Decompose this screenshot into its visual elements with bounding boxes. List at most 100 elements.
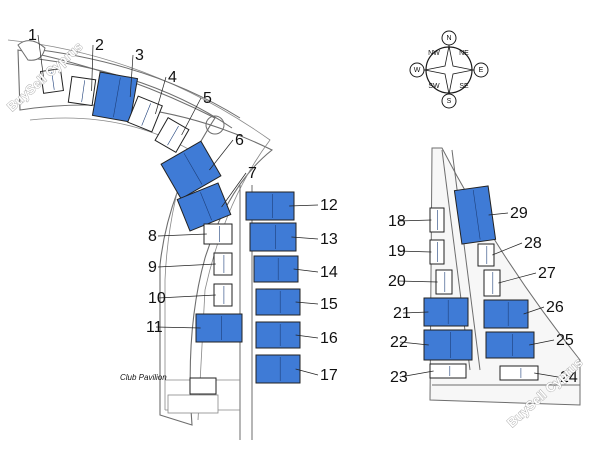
plot-20-label: 20 xyxy=(388,273,406,290)
plot-11[interactable]: 11 xyxy=(146,313,243,343)
plot-13-building[interactable] xyxy=(249,222,297,252)
plot-27[interactable]: 27 xyxy=(483,265,556,297)
plot-10-label: 10 xyxy=(148,290,166,307)
plot-11-building[interactable] xyxy=(195,313,243,343)
plot-17-building[interactable] xyxy=(255,354,301,384)
plot-12-building[interactable] xyxy=(245,191,295,221)
plot-25[interactable]: 25 xyxy=(485,331,574,359)
plot-26-label: 26 xyxy=(546,299,564,316)
plot-2-building[interactable] xyxy=(67,75,97,107)
plot-22-building[interactable] xyxy=(423,329,473,361)
plot-28[interactable]: 28 xyxy=(477,235,542,267)
plot-22-label: 22 xyxy=(390,334,408,351)
plot-19-building[interactable] xyxy=(429,239,445,265)
plot-27-building[interactable] xyxy=(483,269,501,297)
plot-17[interactable]: 17 xyxy=(255,354,338,384)
plot-16-leader xyxy=(295,334,319,339)
top-arc-road-inner xyxy=(29,57,233,129)
plot-6[interactable]: 6 xyxy=(160,132,244,200)
plot-12[interactable]: 12 xyxy=(245,191,338,221)
plot-2[interactable]: 2 xyxy=(67,37,104,107)
plot-26[interactable]: 26 xyxy=(483,299,564,329)
plot-24-building[interactable] xyxy=(499,365,539,381)
plot-15-building[interactable] xyxy=(255,288,301,316)
plot-4[interactable]: 4 xyxy=(127,69,177,133)
plot-18[interactable]: 18 xyxy=(388,207,445,233)
plot-15-leader xyxy=(295,301,319,305)
plot-23-building[interactable] xyxy=(429,363,467,379)
plot-9-building[interactable] xyxy=(213,252,233,276)
plot-3[interactable]: 3 xyxy=(91,47,144,123)
plot-21[interactable]: 21 xyxy=(393,297,469,327)
roundabout xyxy=(205,115,225,135)
plot-29[interactable]: 29 xyxy=(453,185,528,245)
plot-25-leader xyxy=(529,339,555,346)
plot-22[interactable]: 22 xyxy=(390,329,473,361)
plot-10-building[interactable] xyxy=(213,283,233,307)
plot-4-label: 4 xyxy=(168,69,177,86)
plot-16-building[interactable] xyxy=(255,321,301,349)
plot-3-label: 3 xyxy=(135,47,144,64)
plot-12-leader xyxy=(289,204,319,207)
club-pavilion-label: Club Pavilion xyxy=(120,373,167,382)
plot-13[interactable]: 13 xyxy=(249,222,338,252)
compass-s-label: S xyxy=(447,98,452,105)
plot-18-building[interactable] xyxy=(429,207,445,233)
plot-18-label: 18 xyxy=(388,213,406,230)
curved-road xyxy=(17,49,274,426)
plot-6-building[interactable] xyxy=(160,140,222,200)
plot-20-building[interactable] xyxy=(435,269,453,295)
plot-13-label: 13 xyxy=(320,231,338,248)
plot-11-leader xyxy=(155,326,201,329)
plot-17-label: 17 xyxy=(320,367,338,384)
plot-19-label: 19 xyxy=(388,243,406,260)
plot-4-roof-line xyxy=(141,103,151,126)
plot-28-leader xyxy=(492,242,523,256)
plot-15[interactable]: 15 xyxy=(255,288,338,316)
plot-1-leader xyxy=(37,34,45,82)
plot-9[interactable]: 9 xyxy=(148,252,233,276)
plot-19[interactable]: 19 xyxy=(388,239,445,265)
plot-7[interactable]: 7 xyxy=(176,165,257,232)
plot-1[interactable]: 1 xyxy=(28,27,64,94)
plot-21-building[interactable] xyxy=(423,297,469,327)
plot-8[interactable]: 8 xyxy=(148,223,233,245)
plot-27-label: 27 xyxy=(538,265,556,282)
plot-1-roof-line xyxy=(51,71,55,90)
plot-5-building[interactable] xyxy=(154,117,190,153)
plot-26-building[interactable] xyxy=(483,299,529,329)
plot-5[interactable]: 5 xyxy=(154,90,212,153)
plot-18-leader xyxy=(397,219,432,222)
plot-20[interactable]: 20 xyxy=(388,269,453,295)
compass-n-label: N xyxy=(446,35,451,42)
plot-25-building[interactable] xyxy=(485,331,535,359)
plot-29-building[interactable] xyxy=(453,185,497,245)
plot-24[interactable]: 24 xyxy=(499,365,578,386)
plot-10[interactable]: 10 xyxy=(148,283,233,307)
plot-25-label: 25 xyxy=(556,332,574,349)
plot-4-building[interactable] xyxy=(127,95,163,133)
plot-28-building[interactable] xyxy=(477,243,495,267)
plot-23[interactable]: 23 xyxy=(390,363,467,386)
plot-14-leader xyxy=(293,268,319,273)
plot-24-label: 24 xyxy=(560,369,578,386)
plot-5-leader xyxy=(181,97,202,136)
right-diagonal-road-2 xyxy=(451,149,481,371)
plot-23-label: 23 xyxy=(390,369,408,386)
plot-6-roof-line xyxy=(183,153,203,185)
plot-26-leader xyxy=(523,306,545,315)
compass-rose: N S E W NE NW SE SW xyxy=(409,30,489,109)
plot-4-leader xyxy=(155,76,167,115)
plot-14-building[interactable] xyxy=(253,255,299,283)
plot-12-label: 12 xyxy=(320,197,338,214)
compass-n-circle xyxy=(441,30,457,46)
plot-16[interactable]: 16 xyxy=(255,321,338,349)
plot-7-building[interactable] xyxy=(176,182,232,232)
plot-8-building[interactable] xyxy=(203,223,233,245)
plot-3-building[interactable] xyxy=(91,71,139,123)
plot-14[interactable]: 14 xyxy=(253,255,338,283)
top-arc-road xyxy=(24,47,241,119)
plot-1-building[interactable] xyxy=(40,68,64,94)
compass-e-label: E xyxy=(479,67,484,74)
